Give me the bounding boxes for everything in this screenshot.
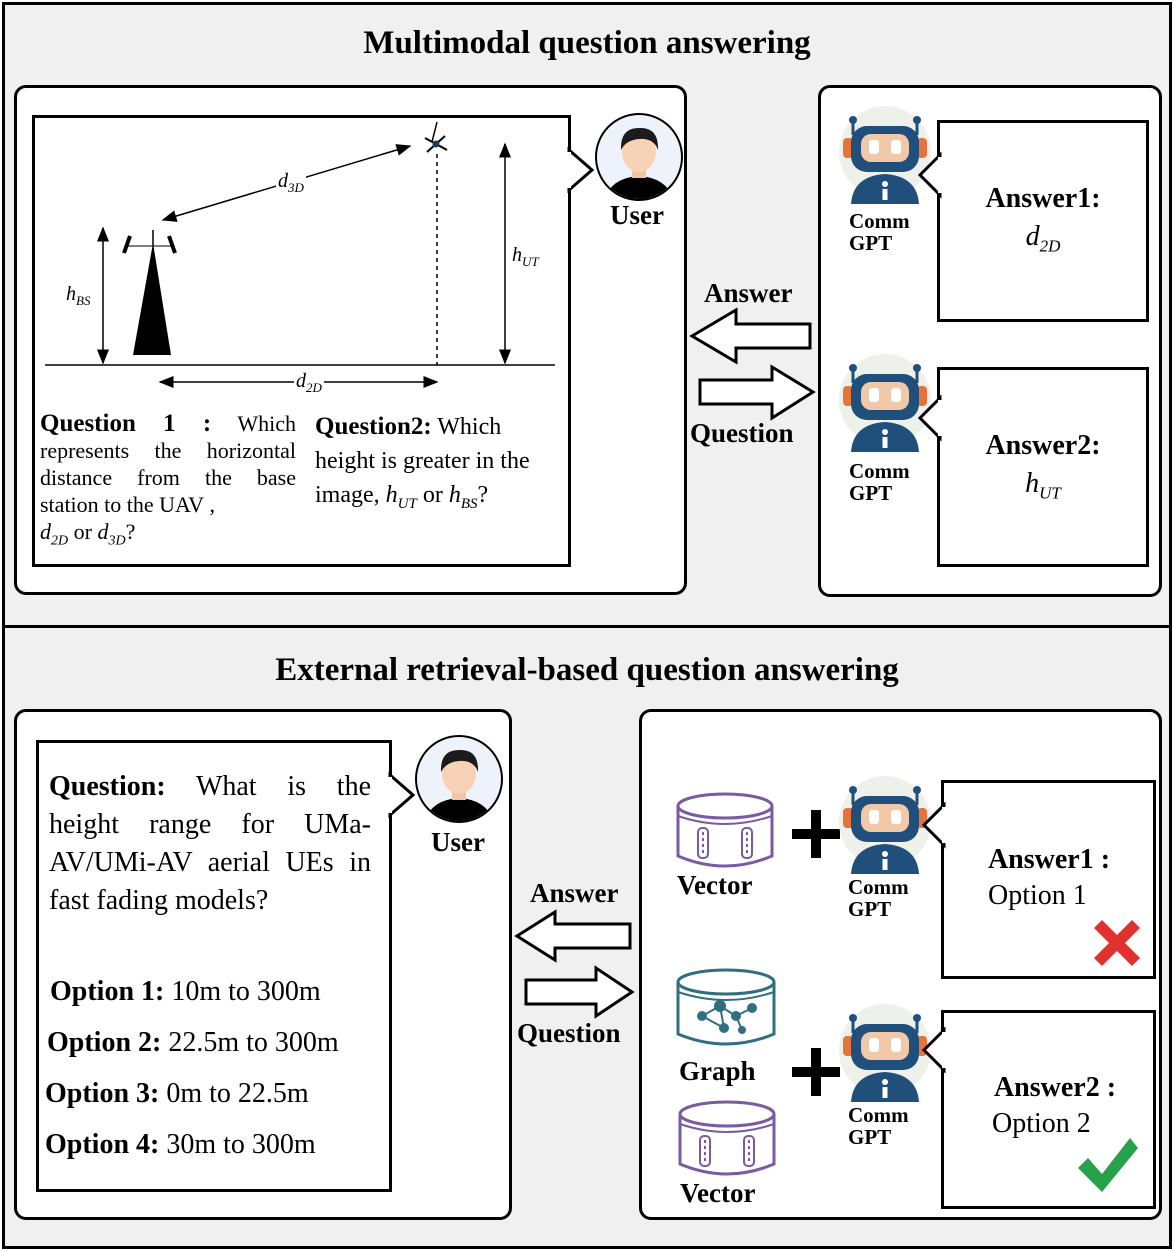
- bubble-tail: [388, 771, 416, 819]
- arrow-left-icon: [689, 307, 812, 365]
- option-2: Option 2: 22.5m to 300m: [47, 1027, 339, 1058]
- vector-database-icon: [678, 1100, 776, 1176]
- panel-title: Multimodal question answering: [363, 25, 811, 61]
- user-avatar-icon: [415, 735, 503, 823]
- answer2-bubble: [941, 1010, 1156, 1209]
- answer-arrow-label: Answer: [530, 878, 619, 908]
- robot-icon: [839, 1004, 931, 1102]
- cross-icon: [1094, 920, 1140, 966]
- graph-label: Graph: [679, 1056, 756, 1086]
- user-speech-bubble: [36, 740, 392, 1192]
- hut-label: hUT: [512, 244, 539, 269]
- arrow-left-icon: [514, 909, 632, 963]
- d3d-label: d3D: [276, 170, 306, 196]
- option-3: Option 3: 0m to 22.5m: [45, 1078, 309, 1109]
- option-4: Option 4: 30m to 300m: [45, 1129, 316, 1160]
- answer1: Answer1: d2D: [985, 183, 1101, 256]
- plus-icon: [792, 810, 840, 858]
- tower-icon: [122, 230, 177, 355]
- bubble-tail: [567, 146, 595, 194]
- user-label: User: [610, 200, 664, 230]
- uav-geometry-figure: [45, 121, 555, 388]
- bubble-tail: [921, 1026, 946, 1074]
- robot-icon: [839, 776, 931, 874]
- hbs-label: hBS: [66, 283, 91, 308]
- question-arrow-label: Question: [517, 1018, 621, 1048]
- arrow-right-icon: [698, 364, 816, 421]
- vector-label: Vector: [680, 1178, 756, 1208]
- rag-answer2: Answer2 : Option 2: [992, 1072, 1117, 1139]
- bubble-tail: [921, 801, 946, 849]
- user-label: User: [431, 827, 485, 857]
- option-1: Option 1: 10m to 300m: [50, 976, 321, 1007]
- robot-icon: [839, 354, 931, 452]
- robot-icon: [839, 106, 931, 204]
- d2d-label: d2D: [294, 370, 324, 396]
- panel-title: External retrieval-based question answer…: [275, 652, 899, 688]
- question-1: Question 1 : Which represents the horizo…: [40, 410, 296, 549]
- retrieval-question: Question: What is the height range for U…: [49, 771, 371, 916]
- vector-label: Vector: [677, 870, 753, 900]
- uav-icon: [424, 121, 448, 153]
- graph-database-icon: [676, 968, 776, 1046]
- answer2-bubble: [937, 367, 1149, 567]
- question-2: Question2: Which height is greater in th…: [315, 413, 530, 512]
- answer-arrow-label: Answer: [704, 278, 793, 308]
- arrow-right-icon: [524, 965, 635, 1019]
- bubble-tail: [917, 394, 942, 442]
- bubble-tail: [917, 151, 942, 199]
- answer1-bubble: [937, 120, 1149, 322]
- rag-answer1: Answer1 : Option 1: [987, 844, 1111, 911]
- answer2: Answer2: hUT: [985, 430, 1101, 503]
- user-avatar-icon: [595, 113, 683, 201]
- plus-icon: [792, 1048, 840, 1096]
- question-arrow-label: Question: [690, 418, 794, 448]
- vector-database-icon: [676, 792, 774, 868]
- check-icon: [1078, 1138, 1138, 1192]
